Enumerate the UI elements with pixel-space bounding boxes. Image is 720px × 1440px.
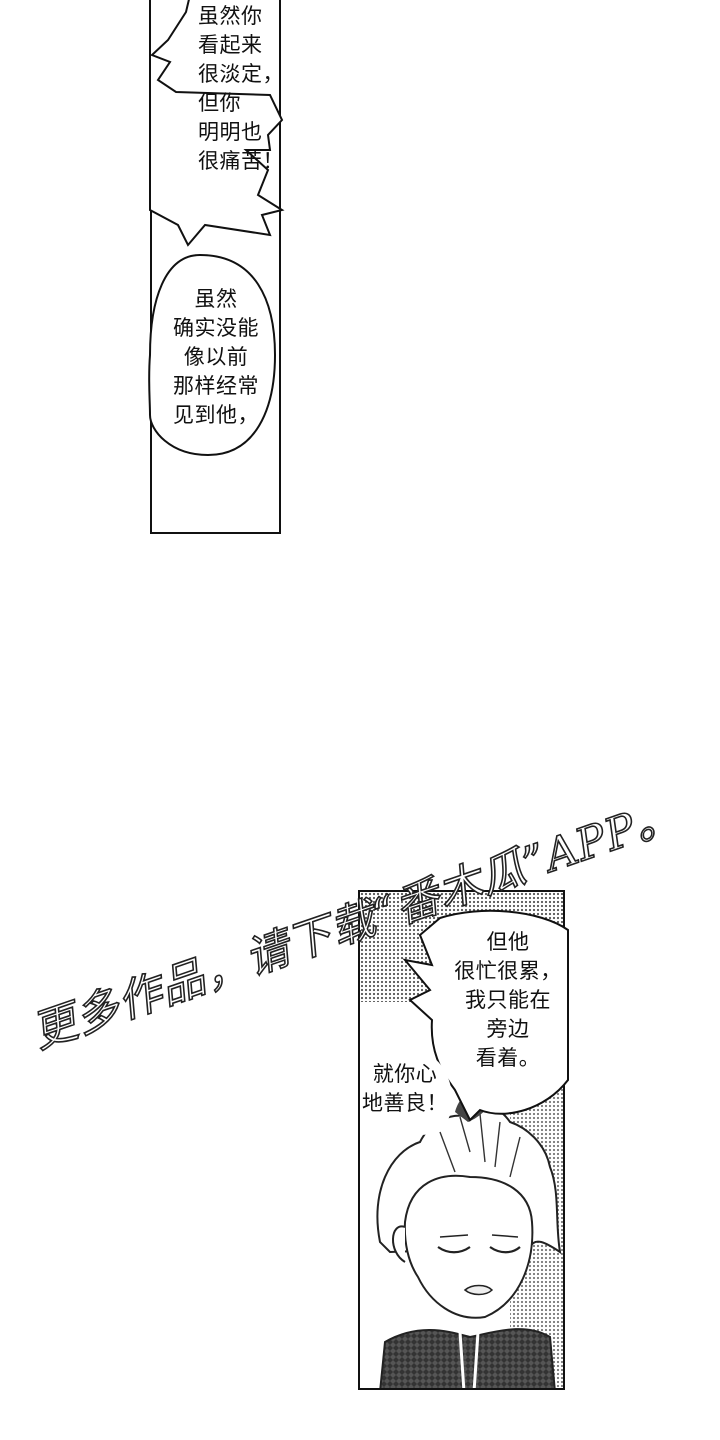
closed-eye-left [437,1246,471,1254]
caption-text: 就你心 地善良！ [362,1062,448,1115]
bubble-bottom-text: 虽然 确实没能 像以前 那样经常 见到他， [173,287,259,427]
mouth [463,1284,494,1296]
closed-eye-right [489,1246,521,1254]
bubble-top-text: 虽然你 看起来 很淡定， 但你 明明也 很痛苦！ [198,4,284,173]
jacket [379,1328,556,1388]
bubble-main-text: 但他 很忙很累， 我只能在 旁边 看着。 [454,930,562,1070]
watermark-text: 更多作品，请下载“番木瓜”APP。 [25,788,687,1060]
